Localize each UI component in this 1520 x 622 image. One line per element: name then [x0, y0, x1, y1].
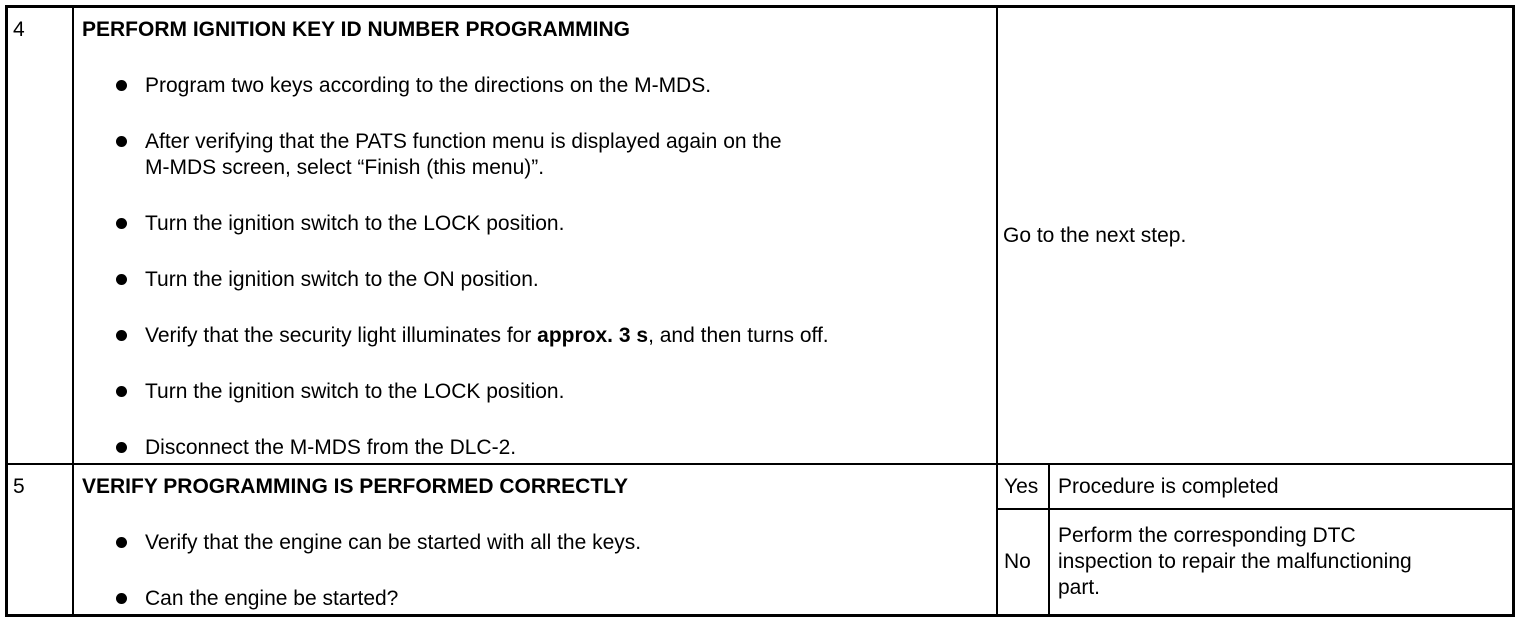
instruction-text: Can the engine be started? [145, 587, 399, 610]
bullet-icon [116, 330, 127, 341]
outcome-result: Perform the corresponding DTC inspection… [1050, 510, 1512, 614]
bullet-icon [116, 80, 127, 91]
instruction-text: Disconnect the M-MDS from the DLC-2. [145, 436, 517, 459]
list-item: Turn the ignition switch to the LOCK pos… [82, 379, 986, 405]
list-item: Program two keys according to the direct… [82, 73, 986, 99]
instruction-text: After verifying that the PATS function m… [145, 130, 782, 179]
action-text: Go to the next step. [1003, 223, 1187, 247]
outcome-result: Procedure is completed [1050, 465, 1512, 508]
list-item: Turn the ignition switch to the LOCK pos… [82, 211, 986, 237]
instruction-text-bold: approx. 3 s [537, 324, 649, 347]
outcome-answer: Yes [998, 465, 1050, 508]
outcome-result-text: Procedure is completed [1058, 474, 1279, 498]
list-item: After verifying that the PATS function m… [82, 129, 986, 181]
instruction-list: Verify that the engine can be started wi… [82, 530, 986, 612]
list-item: Disconnect the M-MDS from the DLC-2. [82, 435, 986, 461]
bullet-icon [116, 386, 127, 397]
table-row-step-5: 5 VERIFY PROGRAMMING IS PERFORMED CORREC… [8, 463, 1512, 614]
list-item: Turn the ignition switch to the ON posit… [82, 267, 986, 293]
instruction-text: Verify that the engine can be started wi… [145, 531, 642, 554]
step-title: VERIFY PROGRAMMING IS PERFORMED CORRECTL… [82, 475, 629, 498]
step-number: 5 [8, 465, 74, 614]
action-cell: Go to the next step. [998, 8, 1512, 463]
outcomes-cell: Yes Procedure is completed No Perform th… [998, 465, 1512, 614]
instruction-text: Turn the ignition switch to the ON posit… [145, 268, 539, 291]
instruction-text: , and then turns off. [648, 324, 829, 347]
outcome-yes-row: Yes Procedure is completed [998, 465, 1512, 510]
step-number: 4 [8, 8, 74, 463]
list-item: Verify that the engine can be started wi… [82, 530, 986, 556]
instruction-text: Program two keys according to the direct… [145, 74, 712, 97]
bullet-icon [116, 537, 127, 548]
step-instructions-cell: PERFORM IGNITION KEY ID NUMBER PROGRAMMI… [74, 8, 998, 463]
instruction-text: Turn the ignition switch to the LOCK pos… [145, 212, 565, 235]
list-item: Can the engine be started? [82, 586, 986, 612]
step-instructions-cell: VERIFY PROGRAMMING IS PERFORMED CORRECTL… [74, 465, 998, 614]
bullet-icon [116, 274, 127, 285]
bullet-icon [116, 593, 127, 604]
bullet-icon [116, 136, 127, 147]
instruction-text: Turn the ignition switch to the LOCK pos… [145, 380, 565, 403]
table-row-step-4: 4 PERFORM IGNITION KEY ID NUMBER PROGRAM… [8, 8, 1512, 463]
instruction-text: Verify that the security light illuminat… [145, 324, 538, 347]
outcome-result-text: Perform the corresponding DTC inspection… [1058, 524, 1412, 599]
list-item: Verify that the security light illuminat… [82, 323, 986, 349]
bullet-icon [116, 442, 127, 453]
bullet-icon [116, 218, 127, 229]
diagnostic-procedure-table: 4 PERFORM IGNITION KEY ID NUMBER PROGRAM… [5, 5, 1515, 617]
outcome-no-row: No Perform the corresponding DTC inspect… [998, 510, 1512, 614]
outcome-answer: No [998, 510, 1050, 614]
step-title: PERFORM IGNITION KEY ID NUMBER PROGRAMMI… [82, 18, 630, 41]
instruction-list: Program two keys according to the direct… [82, 73, 986, 461]
